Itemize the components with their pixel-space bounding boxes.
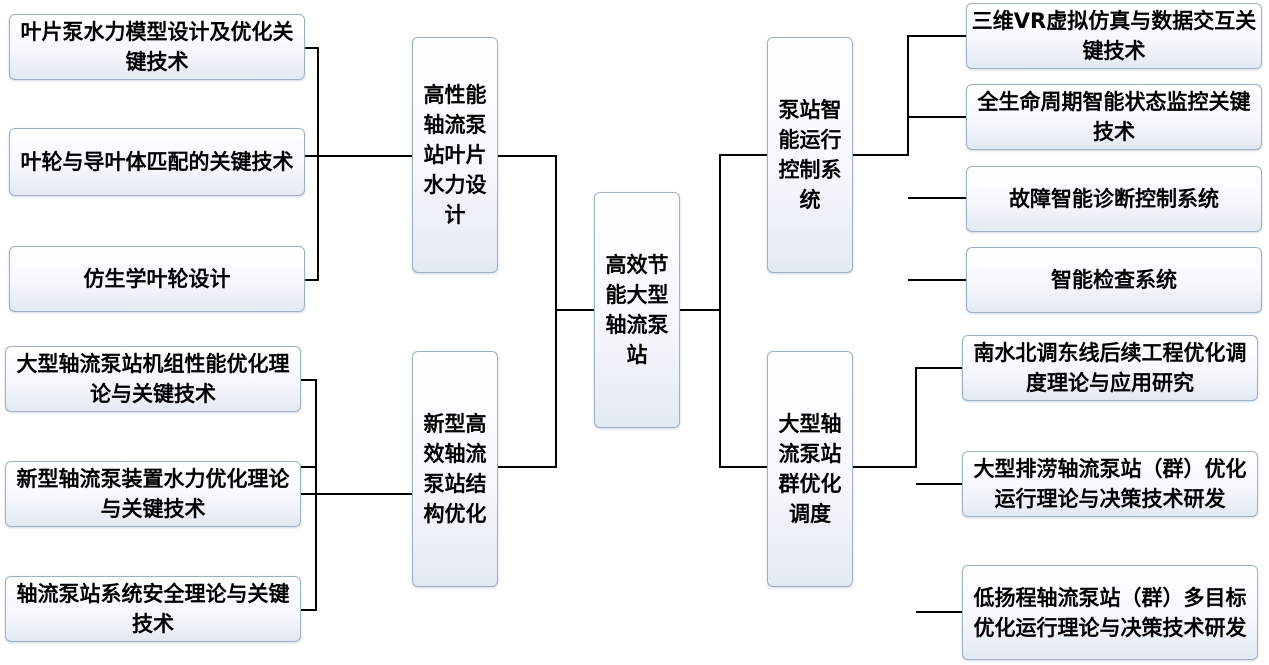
leaf-structure-2: 新型轴流泵装置水力优化理论与关键技术 bbox=[5, 461, 301, 527]
leaf-label: 三维VR虚拟仿真与数据交互关键技术 bbox=[971, 9, 1257, 63]
leaf-control-2: 全生命周期智能状态监控关键技术 bbox=[966, 84, 1262, 150]
leaf-label: 叶轮与导叶体匹配的关键技术 bbox=[20, 150, 294, 174]
leaf-blade-design-2: 叶轮与导叶体匹配的关键技术 bbox=[9, 128, 305, 196]
connector-center-to-right bbox=[680, 154, 767, 468]
leaf-structure-1: 大型轴流泵站机组性能优化理论与关键技术 bbox=[5, 346, 301, 412]
leaf-dispatch-2: 大型排涝轴流泵站（群）优化运行理论与决策技术研发 bbox=[962, 451, 1258, 517]
branch-label: 大型轴流泵站群优化调度 bbox=[778, 412, 842, 526]
connector-dispatch bbox=[852, 367, 962, 613]
leaf-dispatch-3: 低扬程轴流泵站（群）多目标优化运行理论与决策技术研发 bbox=[962, 565, 1258, 660]
branch-control: 泵站智能运行控制系统 bbox=[767, 37, 853, 273]
leaf-label: 仿生学叶轮设计 bbox=[83, 267, 231, 291]
leaf-structure-3: 轴流泵站系统安全理论与关键技术 bbox=[5, 576, 301, 642]
leaf-blade-design-1: 叶片泵水力模型设计及优化关键技术 bbox=[9, 14, 305, 80]
connector-control bbox=[852, 35, 966, 281]
leaf-dispatch-1: 南水北调东线后续工程优化调度理论与应用研究 bbox=[962, 335, 1258, 401]
leaf-label: 智能检查系统 bbox=[1051, 268, 1177, 292]
leaf-label: 大型排涝轴流泵站（群）优化运行理论与决策技术研发 bbox=[973, 457, 1247, 511]
leaf-label: 南水北调东线后续工程优化调度理论与应用研究 bbox=[973, 341, 1247, 395]
branch-structure: 新型高效轴流泵站结构优化 bbox=[412, 351, 498, 587]
leaf-label: 轴流泵站系统安全理论与关键技术 bbox=[16, 582, 290, 636]
connector-left-to-center bbox=[498, 155, 594, 468]
leaf-label: 叶片泵水力模型设计及优化关键技术 bbox=[20, 20, 294, 74]
connector-blade-design bbox=[304, 47, 412, 281]
branch-label: 泵站智能运行控制系统 bbox=[778, 98, 842, 212]
center-node: 高效节能大型轴流泵站 bbox=[594, 192, 680, 428]
branch-blade-design: 高性能轴流泵站叶片水力设计 bbox=[412, 37, 498, 273]
leaf-blade-design-3: 仿生学叶轮设计 bbox=[9, 246, 305, 312]
leaf-label: 大型轴流泵站机组性能优化理论与关键技术 bbox=[16, 352, 290, 406]
branch-dispatch: 大型轴流泵站群优化调度 bbox=[767, 351, 853, 587]
leaf-label: 低扬程轴流泵站（群）多目标优化运行理论与决策技术研发 bbox=[973, 585, 1247, 640]
leaf-control-4: 智能检查系统 bbox=[966, 247, 1262, 313]
leaf-label: 全生命周期智能状态监控关键技术 bbox=[977, 90, 1251, 144]
connector-structure bbox=[300, 379, 412, 611]
leaf-label: 新型轴流泵装置水力优化理论与关键技术 bbox=[16, 467, 290, 521]
leaf-control-3: 故障智能诊断控制系统 bbox=[966, 166, 1262, 232]
leaf-control-1: 三维VR虚拟仿真与数据交互关键技术 bbox=[966, 3, 1262, 69]
branch-label: 高性能轴流泵站叶片水力设计 bbox=[423, 83, 487, 227]
branch-label: 新型高效轴流泵站结构优化 bbox=[423, 412, 487, 526]
leaf-label: 故障智能诊断控制系统 bbox=[1009, 187, 1219, 211]
center-label: 高效节能大型轴流泵站 bbox=[605, 253, 669, 367]
